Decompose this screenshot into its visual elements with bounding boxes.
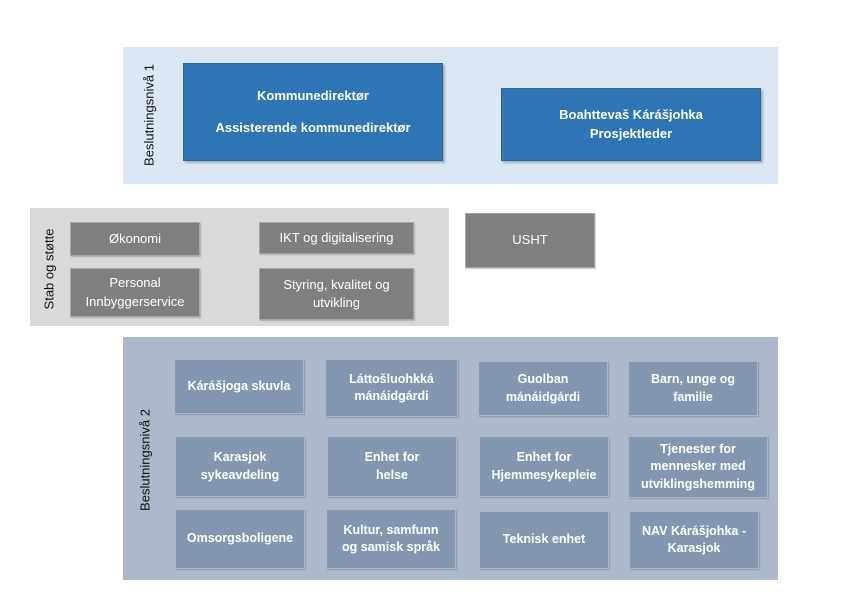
unit-line: Kultur, samfunn <box>343 522 439 537</box>
unit-omsorgsboligene[interactable]: Omsorgsboligene <box>175 509 305 569</box>
unit-line: Kárášjoga skuvla <box>187 378 291 393</box>
unit-line: mánáidgárdi <box>505 389 581 404</box>
project-name: Boahttevaš Kárášjohka <box>559 107 703 123</box>
ikt-box[interactable]: IKT og digitalisering <box>259 222 414 254</box>
unit-barn-unge-familie[interactable]: Barn, unge og familie <box>628 361 758 416</box>
unit-line: utviklingshemming <box>641 476 755 491</box>
unit-kultur-samfunn[interactable]: Kultur, samfunn og samisk språk <box>326 509 456 569</box>
staff-label: Stab og støtte <box>41 228 57 310</box>
styring-box[interactable]: Styring, kvalitet og utvikling <box>259 268 414 320</box>
unit-line: mánáidgárdi <box>354 389 429 403</box>
unit-line: Enhet for <box>516 450 572 464</box>
unit-line: Enhet for <box>364 450 420 464</box>
unit-utviklingshemming[interactable]: Tjenester for mennesker med utviklingshe… <box>628 436 768 498</box>
level1-label: Beslutningsnivå 1 <box>141 64 157 166</box>
unit-line: Karasjok <box>213 450 267 464</box>
usht-box[interactable]: USHT <box>465 213 595 268</box>
staff-panel: Stab og støtte Økonomi IKT og digitalise… <box>30 208 449 326</box>
unit-karasjoga-skuvla[interactable]: Kárášjoga skuvla <box>174 359 304 414</box>
personal-line2: Innbyggerservice <box>85 293 185 309</box>
unit-nav-karasjohka[interactable]: NAV Kárášjohka - Karasjok <box>629 511 759 569</box>
level2-panel: Beslutningsnivå 2 Kárášjoga skuvla Látto… <box>123 337 778 580</box>
unit-line: helse <box>376 467 408 482</box>
director-title: Kommunedirektør <box>257 87 369 103</box>
assistant-director-title: Assisterende kommunedirektør <box>215 120 411 135</box>
unit-guolban[interactable]: Guolban mánáidgárdi <box>478 361 608 416</box>
director-box[interactable]: Kommunedirektør Assisterende kommunedire… <box>183 63 443 161</box>
unit-line: Guolban <box>517 372 569 386</box>
styring-line2: utvikling <box>313 295 360 310</box>
unit-line: Hjemmesykepleie <box>491 467 597 482</box>
unit-teknisk-enhet[interactable]: Teknisk enhet <box>479 511 609 569</box>
unit-line: Láttošluohkká <box>349 371 434 386</box>
unit-line: og samisk språk <box>342 540 440 554</box>
unit-line: sykeavdeling <box>200 467 280 482</box>
level2-label: Beslutningsnivå 2 <box>137 409 153 511</box>
unit-line: Teknisk enhet <box>502 532 586 547</box>
unit-lattosluohkka[interactable]: Láttošluohkká mánáidgárdi <box>325 359 458 417</box>
personal-box[interactable]: Personal Innbyggerservice <box>70 268 200 317</box>
okonomi-box[interactable]: Økonomi <box>70 222 200 256</box>
unit-karasjok-sykeavdeling[interactable]: Karasjok sykeavdeling <box>175 436 305 497</box>
unit-line: mennesker med <box>650 459 746 474</box>
unit-hjemmesykepleie[interactable]: Enhet for Hjemmesykepleie <box>479 436 609 497</box>
unit-line: NAV Kárášjohka - <box>642 523 746 538</box>
unit-line: Tjenester for <box>660 441 736 456</box>
unit-enhet-for-helse[interactable]: Enhet for helse <box>327 436 457 497</box>
unit-line: Omsorgsboligene <box>186 531 294 546</box>
styring-line1: Styring, kvalitet og <box>283 276 390 292</box>
level1-panel: Beslutningsnivå 1 Kommunedirektør Assist… <box>123 47 778 184</box>
unit-line: Karasjok <box>667 541 721 555</box>
unit-line: Barn, unge og <box>650 372 736 386</box>
project-box[interactable]: Boahttevaš Kárášjohka Prosjektleder <box>501 88 761 161</box>
personal-line1: Personal <box>109 275 161 291</box>
project-role: Prosjektleder <box>589 125 673 141</box>
unit-line: familie <box>673 389 713 404</box>
